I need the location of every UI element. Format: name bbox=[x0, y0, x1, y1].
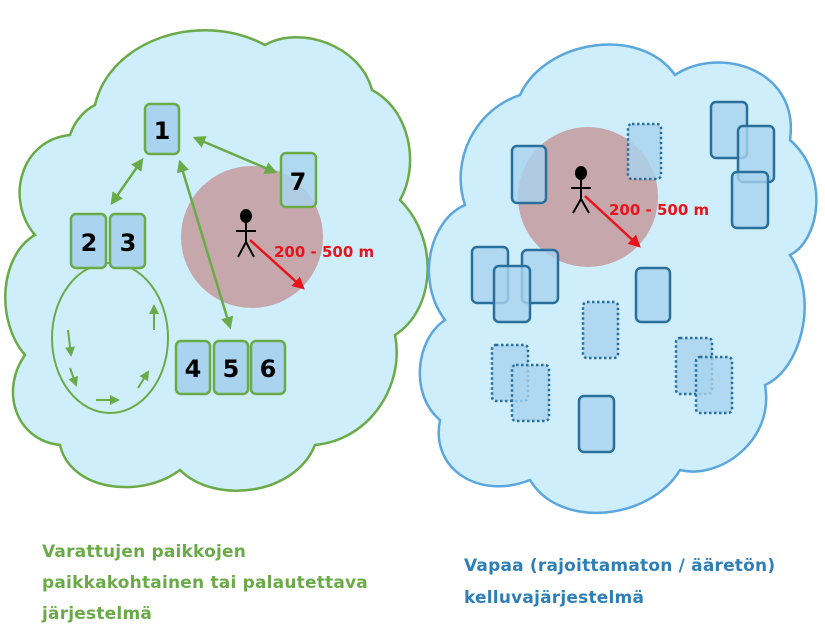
return-loop-arrows bbox=[65, 304, 159, 405]
left-panel: 1 2 3 7 4 5 6 200 - 500 m bbox=[4, 29, 429, 492]
distance-arrow bbox=[249, 239, 305, 290]
parked-car bbox=[510, 144, 548, 205]
slot-3-label: 3 bbox=[120, 229, 137, 257]
free-spot bbox=[694, 355, 734, 415]
slot-connection-arrows bbox=[110, 136, 278, 330]
slot-2-box bbox=[69, 212, 108, 270]
slot-1-label: 1 bbox=[154, 117, 171, 145]
slot-1-box bbox=[143, 102, 181, 156]
slot-7-label: 7 bbox=[290, 168, 307, 196]
slot-4-box bbox=[174, 339, 212, 396]
left-caption-line: Varattujen paikkojen bbox=[42, 542, 247, 562]
slot-6-label: 6 bbox=[260, 355, 277, 383]
free-spot bbox=[510, 363, 551, 423]
distance-arrow bbox=[584, 195, 641, 248]
person-icon bbox=[236, 209, 256, 258]
parked-car bbox=[492, 264, 532, 324]
slot-6-box bbox=[249, 339, 287, 396]
left-caption: Varattujen paikkojen paikkakohtainen tai… bbox=[42, 537, 368, 630]
free-spots bbox=[490, 122, 734, 423]
distance-label: 200 - 500 m bbox=[274, 243, 374, 261]
right-panel: 200 - 500 m bbox=[418, 43, 818, 515]
person-icon bbox=[571, 166, 591, 214]
right-caption: Vapaa (rajoittamaton / ääretön) kelluvaj… bbox=[464, 550, 775, 614]
left-caption-line: järjestelmä bbox=[42, 604, 153, 624]
free-spot bbox=[626, 122, 663, 181]
slot-3-box bbox=[108, 212, 147, 270]
slot-4-label: 4 bbox=[185, 355, 202, 383]
distance-label: 200 - 500 m bbox=[609, 201, 709, 219]
free-spot bbox=[581, 300, 620, 360]
right-caption-line: kelluvajärjestelmä bbox=[464, 588, 645, 608]
slot-5-box bbox=[212, 339, 250, 396]
parked-car bbox=[577, 394, 616, 454]
slot-5-label: 5 bbox=[223, 355, 240, 383]
right-caption-line: Vapaa (rajoittamaton / ääretön) bbox=[464, 556, 776, 576]
slot-7-box bbox=[279, 151, 318, 209]
parked-car bbox=[634, 266, 672, 324]
parked-car bbox=[730, 170, 770, 230]
slot-2-label: 2 bbox=[81, 229, 98, 257]
parked-cars bbox=[470, 100, 776, 454]
left-caption-line: paikkakohtainen tai palautettava bbox=[42, 573, 368, 593]
